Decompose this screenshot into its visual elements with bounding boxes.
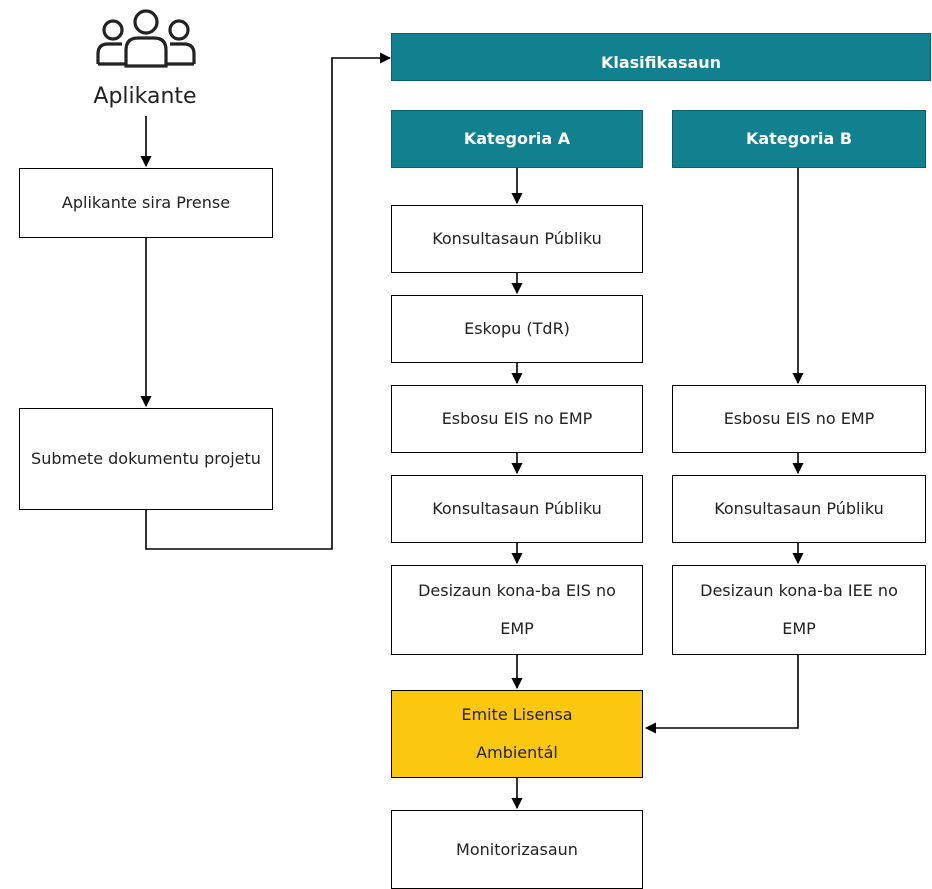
kategoria-a-header: Kategoria A — [391, 110, 643, 168]
klasifikasaun-header: Klasifikasaun — [391, 33, 931, 81]
kat-a-konsultasaun-publiku: Konsultasaun Públiku — [391, 205, 643, 273]
monitorizasaun: Monitorizasaun — [391, 810, 643, 889]
users-group-icon — [96, 9, 196, 68]
kat-b-konsultasaun-publiku: Konsultasaun Públiku — [672, 475, 926, 543]
actor-label: Aplikante — [93, 84, 197, 109]
kat-a-konsultasaun-publiku-2: Konsultasaun Públiku — [391, 475, 643, 543]
step-aplikante-prense: Aplikante sira Prense — [19, 168, 273, 238]
kat-a-eskopu: Eskopu (TdR) — [391, 295, 643, 363]
kat-a-desizaun: Desizaun kona-ba EIS no EMP — [391, 565, 643, 655]
step-submete-dokumentu: Submete dokumentu projetu — [19, 408, 273, 510]
kat-b-esbosu: Esbosu EIS no EMP — [672, 385, 926, 453]
kategoria-b-header: Kategoria B — [672, 110, 926, 168]
emite-lisensa-ambiental: Emite Lisensa Ambientál — [391, 690, 643, 778]
kat-a-esbosu: Esbosu EIS no EMP — [391, 385, 643, 453]
arrow-desizaun-b-to-license — [644, 655, 799, 734]
arrow-submete-to-klasifikasaun — [145, 52, 392, 550]
kat-b-desizaun: Desizaun kona-ba IEE no EMP — [672, 565, 926, 655]
